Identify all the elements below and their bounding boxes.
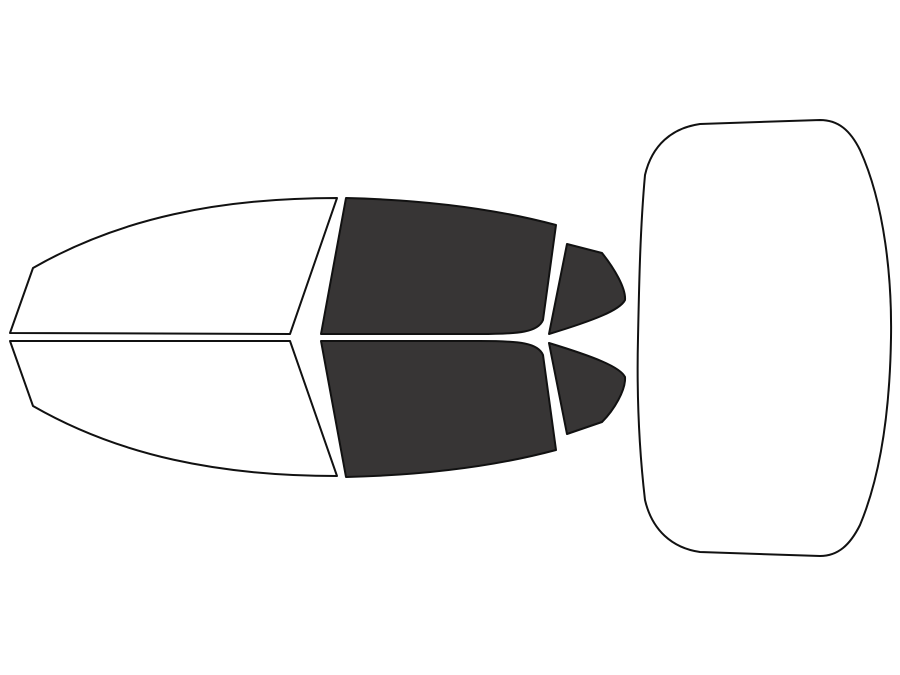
- rear-windshield: [636, 119, 893, 557]
- front-left-window: [9, 197, 338, 335]
- rear-right-window: [320, 340, 557, 478]
- rear-left-window: [320, 197, 557, 335]
- quarter-right-window: [548, 342, 627, 435]
- quarter-left-window: [548, 243, 627, 335]
- front-right-window: [9, 340, 338, 477]
